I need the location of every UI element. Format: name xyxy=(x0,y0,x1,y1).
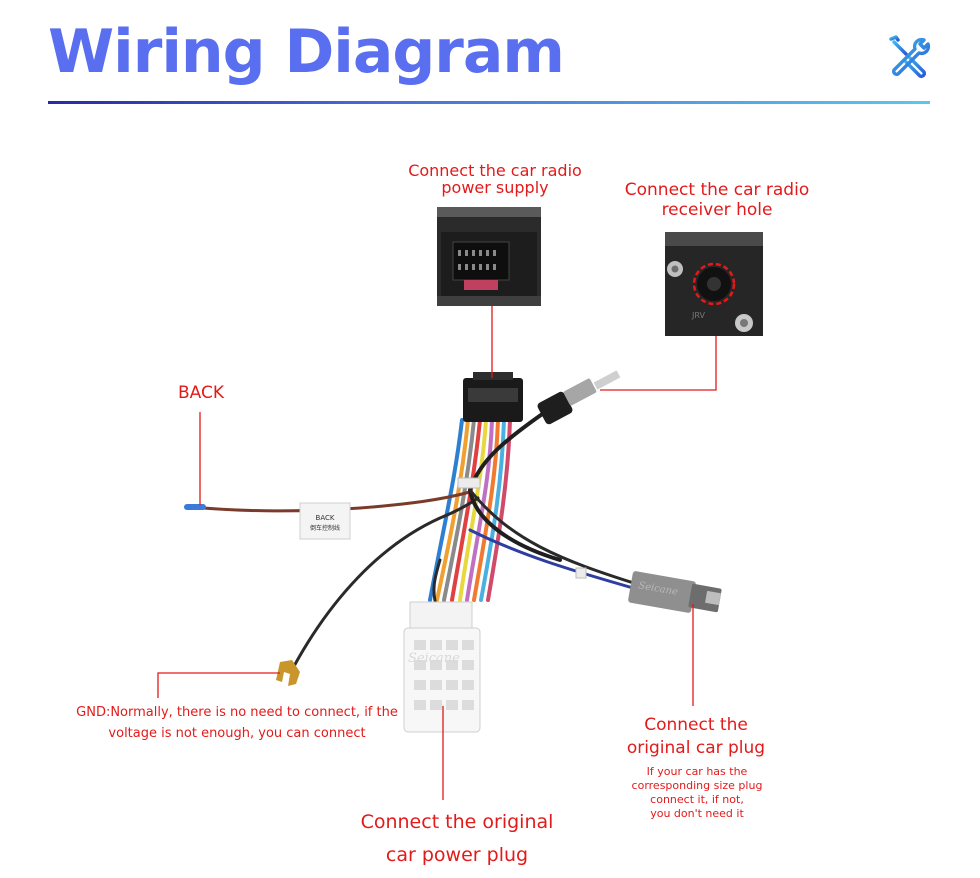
svg-text:倒车控制线: 倒车控制线 xyxy=(310,524,340,532)
brand-watermark: Seicane xyxy=(408,651,460,666)
svg-text:BACK: BACK xyxy=(316,514,335,522)
cable-clip xyxy=(575,567,587,579)
car-power-plug: Seicane xyxy=(403,601,481,733)
back-label: BACK xyxy=(177,383,224,403)
head-unit-antenna-socket-photo: JRV xyxy=(665,232,763,336)
power-plug-label: Connect the original car power plug xyxy=(360,811,554,866)
title-underline xyxy=(48,101,930,104)
harness-wires xyxy=(188,408,642,670)
back-wire-tag: BACK 倒车控制线 xyxy=(299,502,351,540)
callout-lines xyxy=(157,306,717,800)
gnd-label: GND:Normally, there is no need to connec… xyxy=(76,705,398,741)
original-car-plug-label: Connect the original car plug xyxy=(626,715,766,758)
wrench-screwdriver-icon xyxy=(889,35,931,78)
receiver-hole-label: Connect the car radio receiver hole xyxy=(624,180,810,220)
original-car-plug: Seicane xyxy=(628,571,722,613)
ground-fork-terminal xyxy=(276,660,300,686)
original-car-plug-note: If your car has the corresponding size p… xyxy=(631,765,763,820)
page-title: Wiring Diagram xyxy=(48,17,565,87)
back-wire-tip xyxy=(184,504,206,510)
power-supply-label: Connect the car radio power supply xyxy=(408,161,582,197)
cable-clip xyxy=(457,477,481,489)
antenna-adapter xyxy=(537,370,621,425)
antenna-socket-mark: JRV xyxy=(691,311,705,320)
iso-connector xyxy=(463,372,523,422)
head-unit-power-socket-photo xyxy=(437,207,541,306)
